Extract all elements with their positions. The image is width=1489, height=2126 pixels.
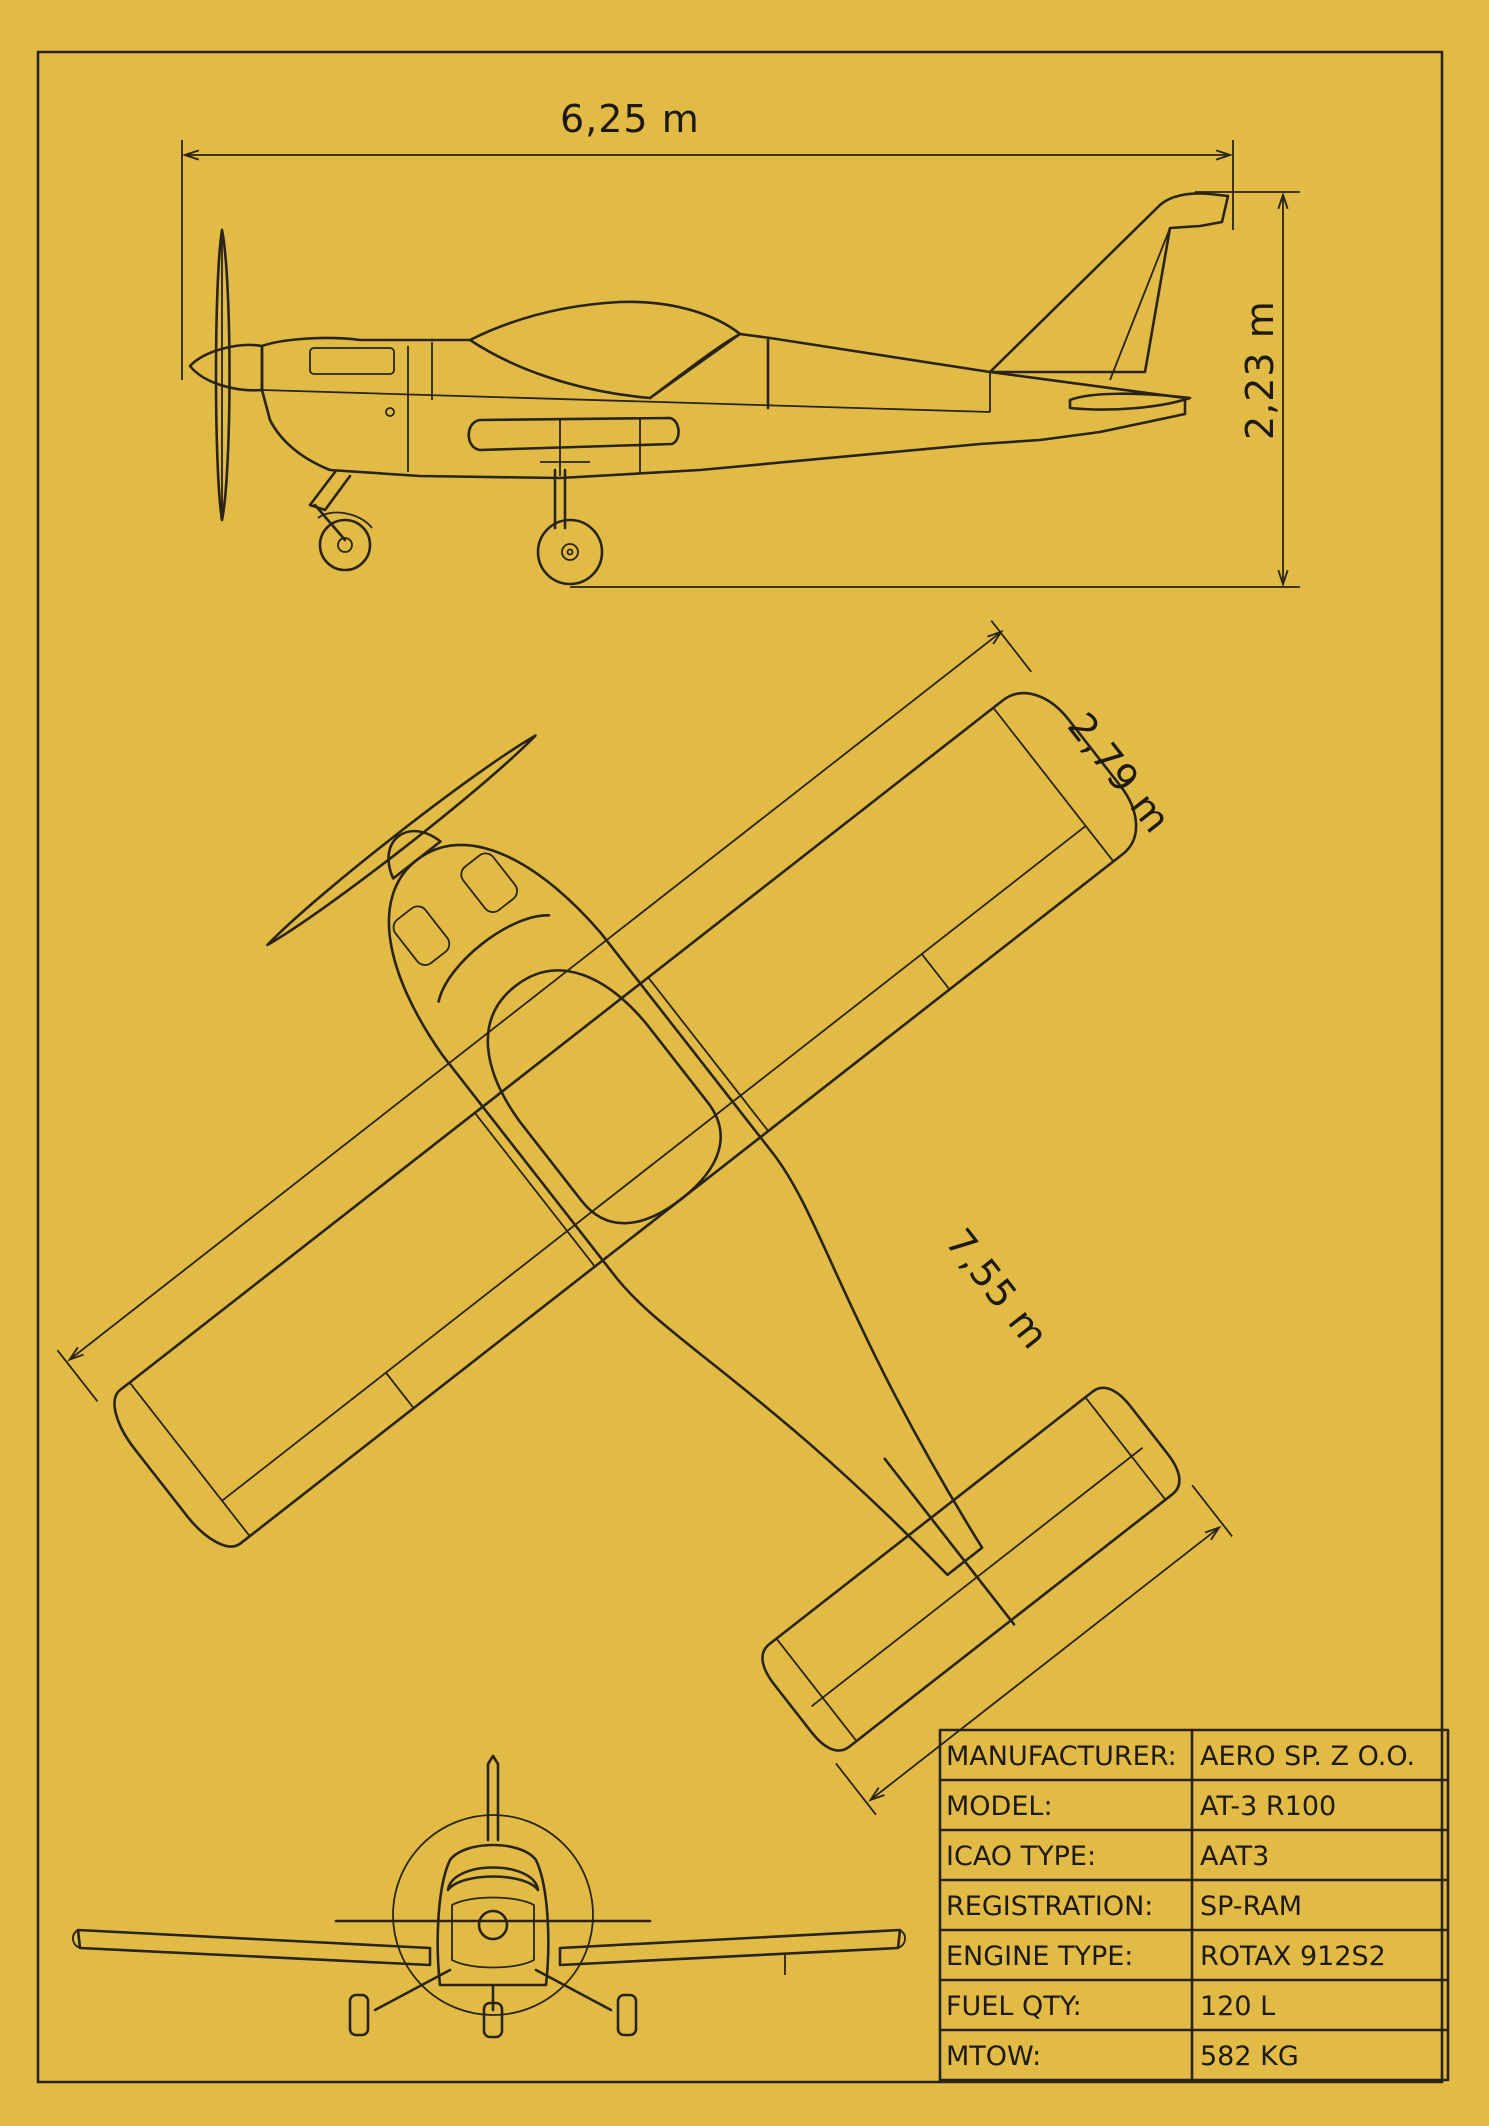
aileron-split-left xyxy=(385,1372,415,1409)
front-spinner xyxy=(477,1909,509,1941)
intake-left xyxy=(392,905,451,966)
spec-label-engine-type: ENGINE TYPE: xyxy=(946,1941,1133,1972)
tail-tip-right xyxy=(1084,1396,1167,1501)
nose-wheel-fairing xyxy=(317,511,373,529)
wing-root-left xyxy=(474,1112,596,1268)
spec-label-registration: REGISTRATION: xyxy=(946,1891,1153,1922)
prop-disc xyxy=(392,1814,594,2016)
cowling-latch xyxy=(385,407,395,417)
spec-value-fuel-qty: 120 L xyxy=(1200,1991,1275,2022)
side-canopy xyxy=(468,332,742,400)
spec-label-icao-type: ICAO TYPE: xyxy=(946,1841,1096,1872)
wing-tip-line-right xyxy=(992,707,1115,862)
top-canopy xyxy=(486,969,722,1225)
side-fuselage xyxy=(260,300,1187,480)
spec-table-border xyxy=(938,1728,1450,2082)
front-view xyxy=(72,1754,906,2039)
tail-tip-left xyxy=(775,1638,858,1742)
side-horizontal-tail xyxy=(1068,392,1192,411)
front-wheel-right xyxy=(616,1993,638,2037)
top-propeller xyxy=(266,734,537,947)
wing-flap-line xyxy=(221,825,1087,1502)
front-canopy xyxy=(446,1866,540,1892)
side-wing-root xyxy=(467,416,680,452)
spec-label-fuel-qty: FUEL QTY: xyxy=(946,1991,1082,2022)
top-horizontal-tail xyxy=(761,1386,1181,1752)
spec-value-mtow: 582 KG xyxy=(1200,2041,1299,2072)
front-wing-tip-right xyxy=(897,1929,906,1949)
wingspan-extension-left xyxy=(56,1349,99,1402)
wing-tip-line-left xyxy=(128,1381,251,1537)
spec-value-engine-type: ROTAX 912S2 xyxy=(1200,1941,1386,1972)
tailspan-dimension-label: 2,79 m xyxy=(1059,704,1180,841)
tailspan-extension-left xyxy=(835,1762,877,1816)
nose-gear-strut xyxy=(313,503,347,542)
wing-root-right xyxy=(647,976,769,1132)
front-gear-left-leg xyxy=(373,1968,452,2012)
front-wheel-left xyxy=(348,1993,370,2037)
wingspan-dimension-label: 7,55 m xyxy=(937,1220,1058,1357)
spec-value-manufacturer: AERO SP. Z O.O. xyxy=(1200,1741,1415,1772)
main-wheel-hub xyxy=(561,543,579,561)
height-dimension-label: 2,23 m xyxy=(1238,300,1282,440)
front-gear-right-leg xyxy=(534,1968,613,2012)
spec-label-model: MODEL: xyxy=(946,1791,1053,1822)
spec-value-registration: SP-RAM xyxy=(1200,1891,1302,1922)
front-fin xyxy=(486,1754,500,1842)
aileron-split-right xyxy=(921,953,951,991)
side-spinner xyxy=(188,343,264,392)
rudder-hinge-line xyxy=(1109,227,1171,381)
front-wing-left xyxy=(76,1928,432,1967)
main-wheel xyxy=(536,518,604,586)
side-view: 6,25 m 2,23 m xyxy=(181,97,1300,588)
spec-value-icao-type: AAT3 xyxy=(1200,1841,1269,1872)
canopy-frame xyxy=(648,332,742,400)
front-wing-right xyxy=(558,1928,902,1967)
side-vertical-tail xyxy=(988,192,1230,374)
wingspan-extension-right xyxy=(990,620,1032,673)
front-nose-wheel xyxy=(482,2001,504,2039)
front-cowling xyxy=(451,1896,535,1969)
length-dimension-label: 6,25 m xyxy=(560,97,700,141)
sheet-border xyxy=(36,50,1444,2084)
top-wing xyxy=(113,691,1138,1548)
top-view xyxy=(56,620,1233,1816)
top-fuselage xyxy=(387,843,984,1577)
tailspan-dimension-line xyxy=(868,1525,1222,1802)
spec-value-model: AT-3 R100 xyxy=(1200,1791,1336,1822)
cowling-window xyxy=(309,347,395,375)
spec-table: MANUFACTURER: AERO SP. Z O.O. MODEL: AT-… xyxy=(938,1728,1450,2082)
front-fuselage xyxy=(436,1843,550,1987)
fuselage-belt-line xyxy=(261,389,991,413)
nose-wheel xyxy=(318,518,372,572)
nose-wheel-hub xyxy=(337,537,353,553)
wingspan-dimension-line xyxy=(67,629,1004,1362)
side-propeller xyxy=(214,228,231,522)
main-wheel-center xyxy=(566,548,574,556)
tailspan-extension-right xyxy=(1191,1484,1233,1537)
spec-label-mtow: MTOW: xyxy=(946,2041,1041,2072)
spec-label-manufacturer: MANUFACTURER: xyxy=(946,1741,1177,1772)
front-wing-tip-left xyxy=(72,1929,81,1949)
